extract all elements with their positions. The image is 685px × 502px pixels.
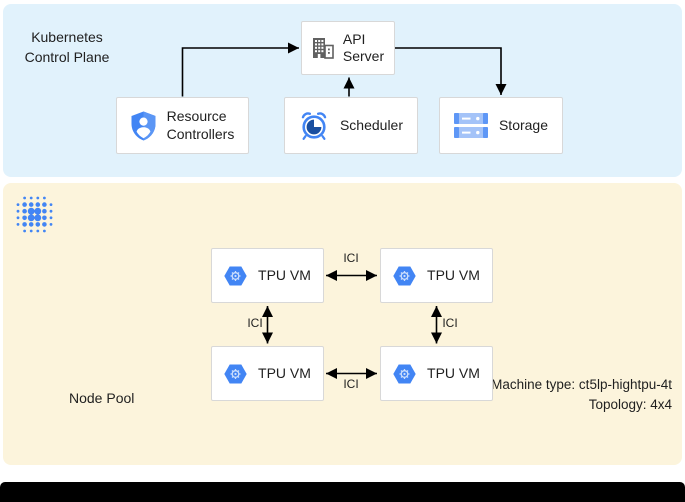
- shield-user-icon: [131, 111, 156, 140]
- gke-hexagon-icon: [393, 364, 416, 383]
- api-server-label: API Server: [342, 30, 385, 65]
- storage-label: Storage: [498, 116, 549, 133]
- machine-type-text: Machine type: ct5lp-hightpu-4t: [491, 377, 672, 392]
- storage-node: Storage: [439, 97, 563, 154]
- control-plane-title: Kubernetes Control Plane: [24, 29, 110, 65]
- ici-label-left: ICI: [247, 316, 263, 330]
- resource-controllers-label: Resource Controllers: [166, 108, 235, 142]
- gke-hexagon-icon: [224, 364, 247, 383]
- tpu-vm-node-1: TPU VM: [211, 248, 324, 303]
- tpu-vm-label: TPU VM: [427, 364, 480, 381]
- node-pool-panel: Node Pool Machine type: ct5lp-hightpu-4t…: [3, 183, 682, 465]
- ici-label-right: ICI: [442, 316, 458, 330]
- alarm-clock-icon: [301, 111, 327, 140]
- tpu-vm-label: TPU VM: [258, 364, 311, 381]
- ici-label-bottom: ICI: [343, 377, 359, 391]
- node-pool-title: Node Pool: [69, 390, 135, 406]
- tpu-vm-label: TPU VM: [258, 266, 311, 283]
- resource-controllers-node: Resource Controllers: [116, 97, 249, 154]
- scheduler-node: Scheduler: [284, 97, 418, 154]
- topology-text: Topology: 4x4: [588, 397, 672, 413]
- api-server-node: API Server: [301, 21, 395, 75]
- bottom-bar: [0, 482, 685, 502]
- gke-hexagon-icon: [224, 266, 247, 285]
- tpu-vm-node-4: TPU VM: [380, 346, 493, 401]
- scheduler-label: Scheduler: [339, 116, 404, 133]
- tpu-vm-node-2: TPU VM: [380, 248, 493, 303]
- tpu-vm-label: TPU VM: [427, 266, 480, 283]
- storage-disks-icon: [453, 113, 488, 138]
- machine-info: Machine type: ct5lp-hightpu-4t Topology:…: [491, 375, 672, 416]
- tpu-vm-node-3: TPU VM: [211, 346, 324, 401]
- gke-hexagon-icon: [393, 266, 416, 285]
- building-icon: [312, 38, 334, 59]
- node-pool-dots-icon: [16, 196, 53, 233]
- ici-label-top: ICI: [343, 251, 359, 265]
